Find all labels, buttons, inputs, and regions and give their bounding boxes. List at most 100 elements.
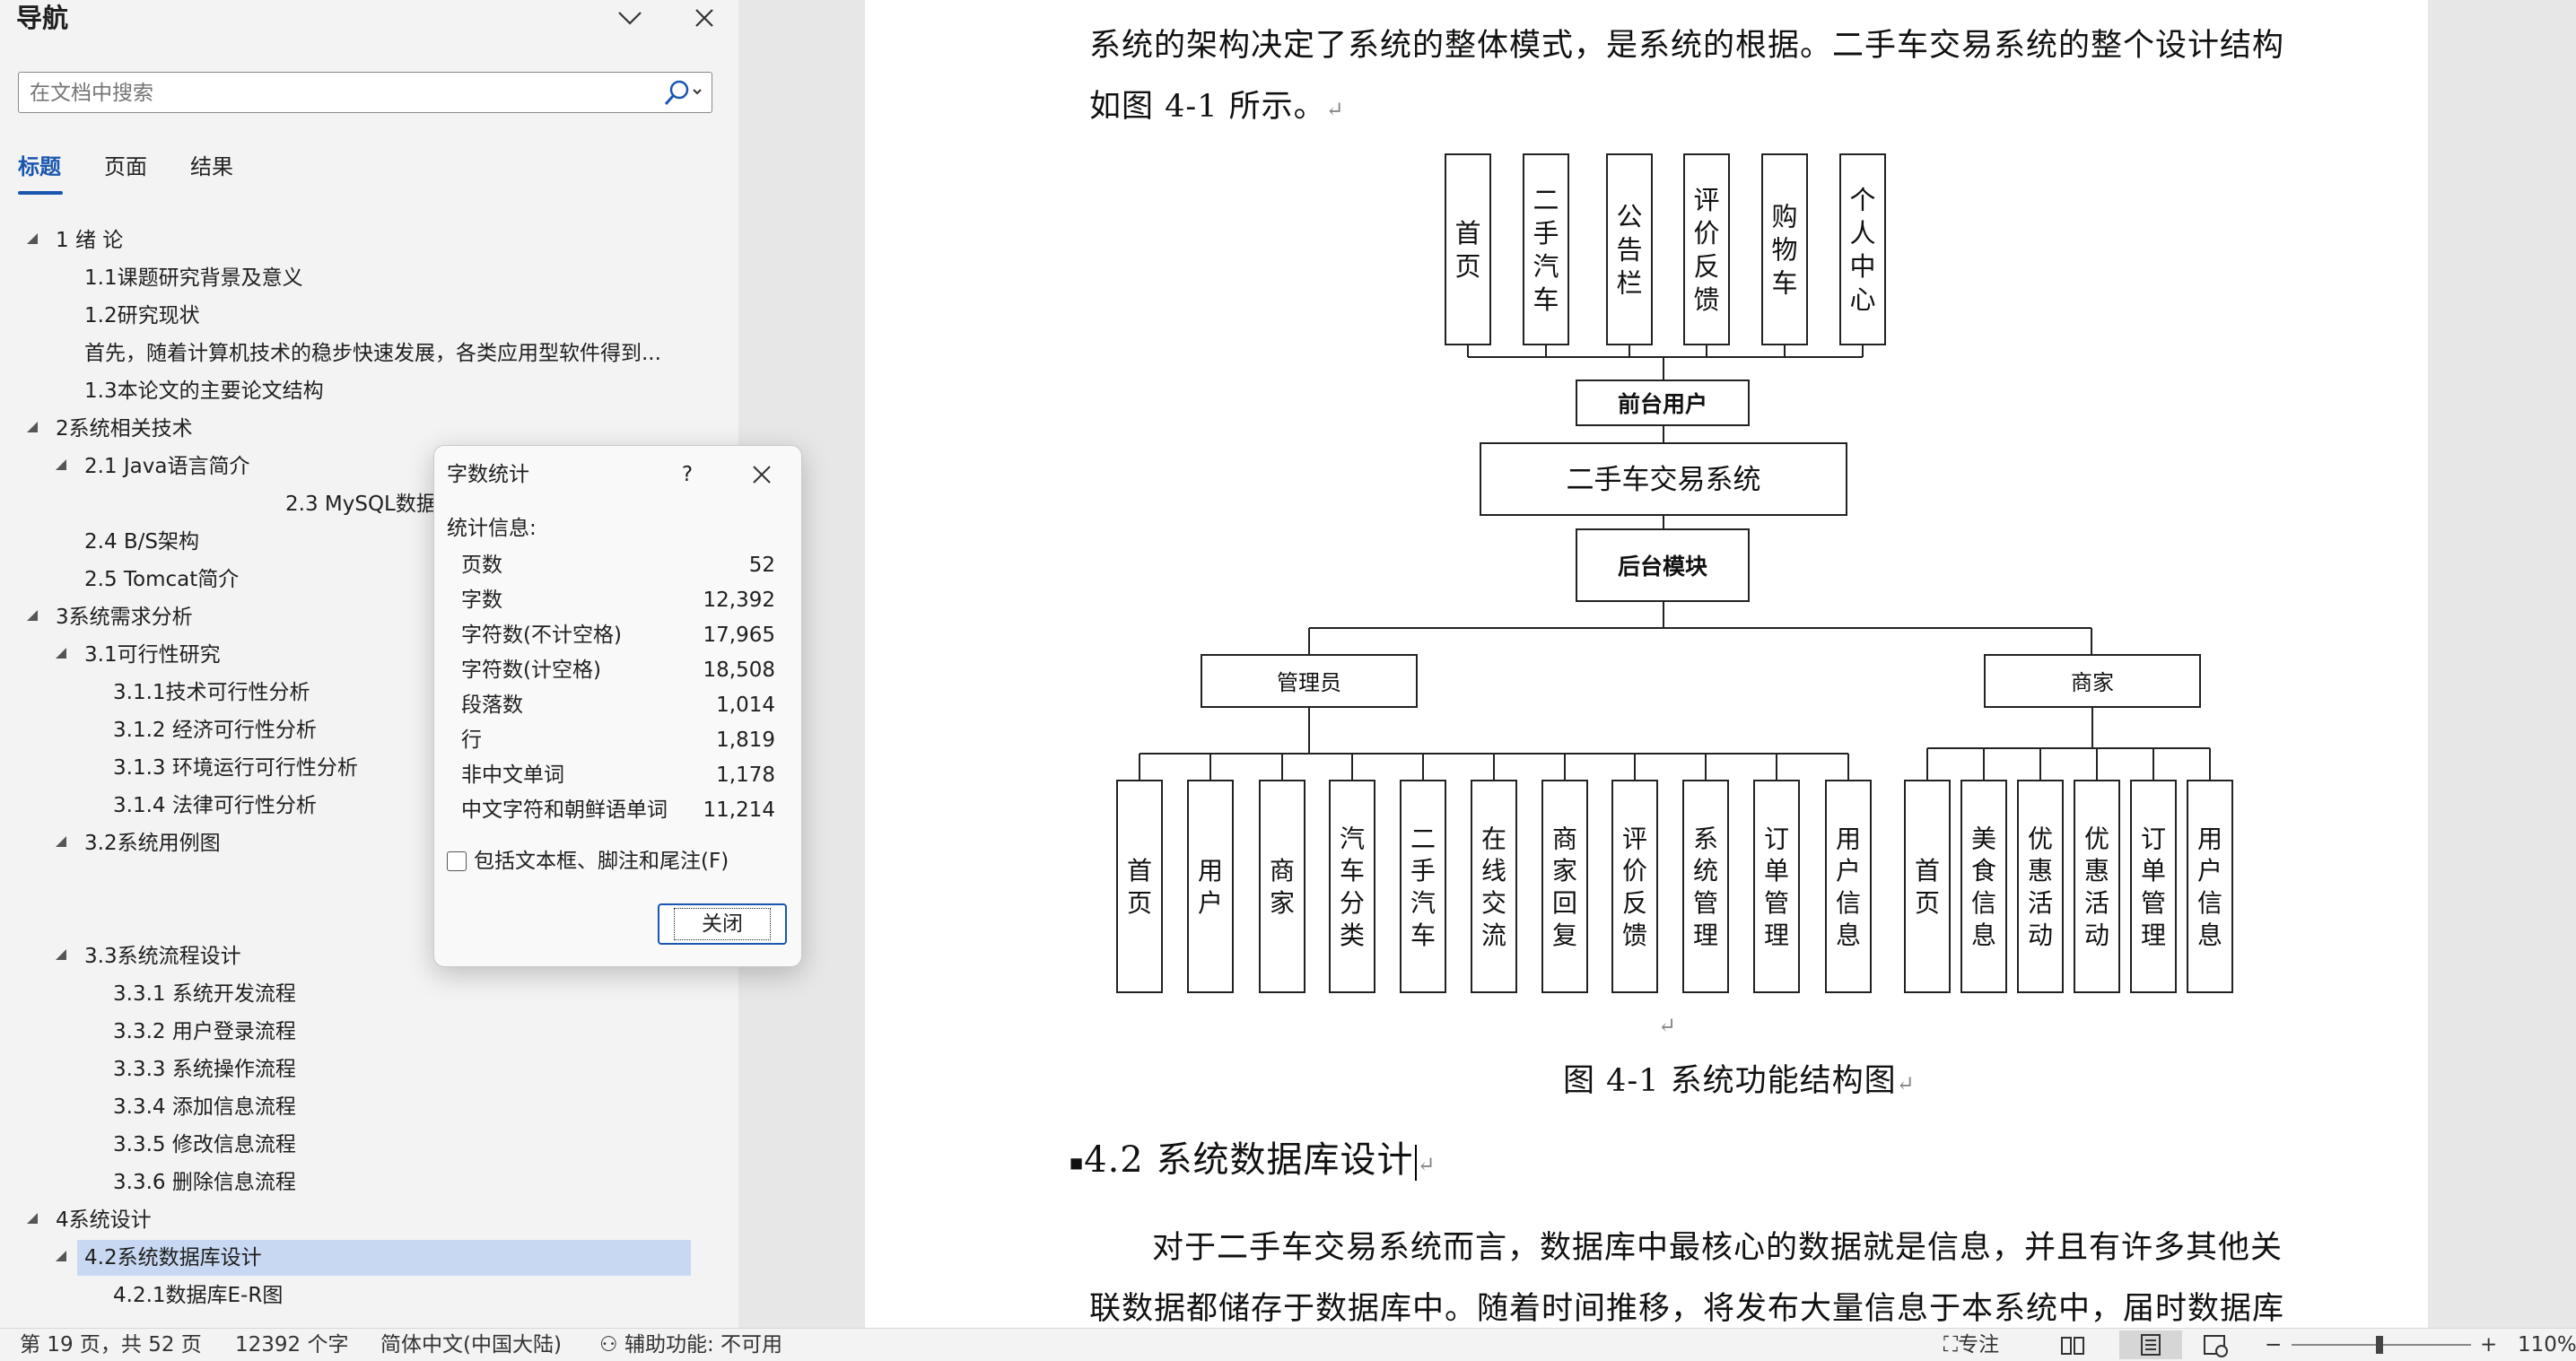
navigation-title: 导航 <box>16 3 69 33</box>
stat-value: 1,819 <box>716 728 775 752</box>
collapse-triangle-icon[interactable] <box>27 610 38 621</box>
heading-item[interactable]: 3.3.6 删除信息流程 <box>113 1171 296 1194</box>
merchant-module-box-label: 动 <box>2084 920 2109 950</box>
zoom-level[interactable]: 110% <box>2518 1333 2576 1357</box>
heading-item[interactable]: 3.3.5 修改信息流程 <box>113 1133 296 1156</box>
merchant-module-box-label: 户 <box>2197 856 2222 886</box>
admin-module-box-label: 复 <box>1552 920 1577 950</box>
search-icon[interactable] <box>661 79 706 111</box>
heading-item[interactable]: 1.3本论文的主要论文结构 <box>84 380 324 403</box>
front-module-box <box>1523 153 1569 345</box>
collapse-triangle-icon[interactable] <box>56 836 66 847</box>
search-box[interactable] <box>18 72 712 114</box>
zoom-slider-thumb[interactable] <box>2376 1336 2383 1354</box>
heading-item[interactable]: 3.3.3 系统操作流程 <box>113 1058 296 1081</box>
tab-pages[interactable]: 页面 <box>104 154 147 179</box>
page-count-status[interactable]: 第 19 页，共 52 页 <box>20 1333 202 1357</box>
heading-item[interactable]: 2.5 Tomcat简介 <box>84 568 240 591</box>
heading-item[interactable]: 2.4 B/S架构 <box>84 530 200 554</box>
heading-item[interactable]: 3.1.2 经济可行性分析 <box>113 719 317 742</box>
collapse-triangle-icon[interactable] <box>27 422 38 432</box>
admin-module-box-label: 汽 <box>1410 888 1436 918</box>
heading-item[interactable]: 1.1课题研究背景及意义 <box>84 266 303 290</box>
admin-module-box-label: 车 <box>1340 856 1365 886</box>
close-dialog-button[interactable]: 关闭 <box>658 903 787 945</box>
heading-item[interactable]: 2.1 Java语言简介 <box>84 455 250 478</box>
collapse-triangle-icon[interactable] <box>56 459 66 470</box>
front-module-box-label: 心 <box>1849 284 1875 315</box>
collapse-triangle-icon[interactable] <box>56 648 66 659</box>
heading-item[interactable]: 3.3.1 系统开发流程 <box>113 982 296 1006</box>
merchant-module-box-label: 活 <box>2084 888 2109 918</box>
merchant-module-box <box>2187 780 2233 993</box>
checkbox-box[interactable] <box>447 851 467 871</box>
heading-item[interactable]: 4系统设计 <box>56 1208 152 1232</box>
search-input[interactable] <box>28 73 659 114</box>
collapse-triangle-icon[interactable] <box>56 1251 66 1261</box>
stat-label: 段落数 <box>461 694 523 717</box>
focus-mode-button[interactable]: ⛶专注 <box>1943 1333 2000 1357</box>
merchant-module-box-label: 信 <box>1971 888 1996 918</box>
dialog-close-button[interactable] <box>739 457 784 493</box>
heading-item[interactable]: 3系统需求分析 <box>56 606 193 629</box>
heading-item[interactable]: 3.1可行性研究 <box>84 643 221 667</box>
heading-item[interactable]: 3.3.2 用户登录流程 <box>113 1020 296 1043</box>
admin-module-box-label: 息 <box>1836 920 1861 950</box>
admin-module-box-label: 页 <box>1127 888 1152 918</box>
web-layout-button[interactable] <box>2202 1329 2229 1361</box>
front-module-box-label: 公 <box>1616 201 1642 231</box>
admin-module-box <box>1541 780 1588 993</box>
admin-module-box-label: 订 <box>1764 824 1789 853</box>
web-layout-icon <box>2204 1334 2228 1357</box>
active-tab-indicator <box>18 191 63 195</box>
collapse-triangle-icon[interactable] <box>27 233 38 244</box>
body-paragraph-line: 联数据都储存于数据库中。随着时间推移，将发布大量信息于本系统中，届时数据库 <box>1089 1291 2285 1327</box>
heading-item[interactable]: 3.1.1技术可行性分析 <box>113 681 310 704</box>
heading-item-selected[interactable]: 4.2系统数据库设计 <box>84 1246 262 1269</box>
admin-module-box-label: 家 <box>1552 856 1577 886</box>
tab-headings[interactable]: 标题 <box>18 154 61 179</box>
status-bar: 第 19 页，共 52 页 12392 个字 简体中文(中国大陆) ⚇ 辅助功能… <box>0 1328 2576 1361</box>
heading-item[interactable]: 首先，随着计算机技术的稳步快速发展，各类应用型软件得到... <box>84 342 661 365</box>
heading-item[interactable]: 4.2.1数据库E-R图 <box>113 1284 284 1307</box>
heading-item[interactable]: 1 绪 论 <box>56 229 124 252</box>
word-count-status[interactable]: 12392 个字 <box>235 1333 349 1357</box>
help-button[interactable]: ? <box>681 463 694 486</box>
merchant-module-box-label: 息 <box>1971 920 1996 950</box>
heading-item[interactable]: 3.3.4 添加信息流程 <box>113 1095 296 1119</box>
merchant-module-box-label: 美 <box>1971 824 1996 853</box>
admin-module-box-label: 户 <box>1836 856 1861 886</box>
heading-item[interactable]: 1.2研究现状 <box>84 304 200 327</box>
merchant-module-box-label: 惠 <box>2028 856 2053 886</box>
stat-label: 行 <box>461 728 482 752</box>
front-module-box <box>1839 153 1886 345</box>
read-mode-button[interactable] <box>2060 1329 2085 1361</box>
heading-item[interactable]: 3.1.4 法律可行性分析 <box>113 794 317 817</box>
include-textboxes-checkbox[interactable]: 包括文本框、脚注和尾注(F) <box>447 848 729 875</box>
heading-item[interactable]: 3.3系统流程设计 <box>84 945 241 968</box>
heading-item[interactable]: 2.3 MySQL数据 <box>285 493 437 516</box>
collapse-triangle-icon[interactable] <box>56 949 66 960</box>
admin-module-box <box>1825 780 1872 993</box>
nav-close-button[interactable] <box>685 0 724 36</box>
admin-module-box-label: 馈 <box>1622 920 1647 950</box>
zoom-out-button[interactable]: − <box>2265 1333 2283 1357</box>
heading-item[interactable]: 2系统相关技术 <box>56 417 193 441</box>
heading-item[interactable]: 3.1.3 环境运行可行性分析 <box>113 756 358 780</box>
zoom-in-button[interactable]: + <box>2480 1333 2498 1357</box>
language-status[interactable]: 简体中文(中国大陆) <box>380 1333 562 1357</box>
merchant-module-box-label: 首 <box>1915 856 1940 886</box>
stat-value: 12,392 <box>703 589 775 612</box>
print-layout-button[interactable] <box>2119 1330 2182 1359</box>
heading-item[interactable]: 3.2系统用例图 <box>84 832 221 855</box>
body-paragraph-line: 系统的架构决定了系统的整体模式，是系统的根据。二手车交易系统的整个设计结构 <box>1089 28 2285 64</box>
accessibility-status[interactable]: ⚇ 辅助功能: 不可用 <box>599 1333 782 1357</box>
front-module-box-label: 栏 <box>1616 268 1642 299</box>
tab-results[interactable]: 结果 <box>190 154 233 179</box>
admin-module-box <box>1611 780 1658 993</box>
stat-label: 页数 <box>461 554 502 577</box>
nav-options-button[interactable] <box>610 0 650 36</box>
collapse-triangle-icon[interactable] <box>27 1213 38 1224</box>
print-layout-icon <box>2141 1334 2161 1356</box>
